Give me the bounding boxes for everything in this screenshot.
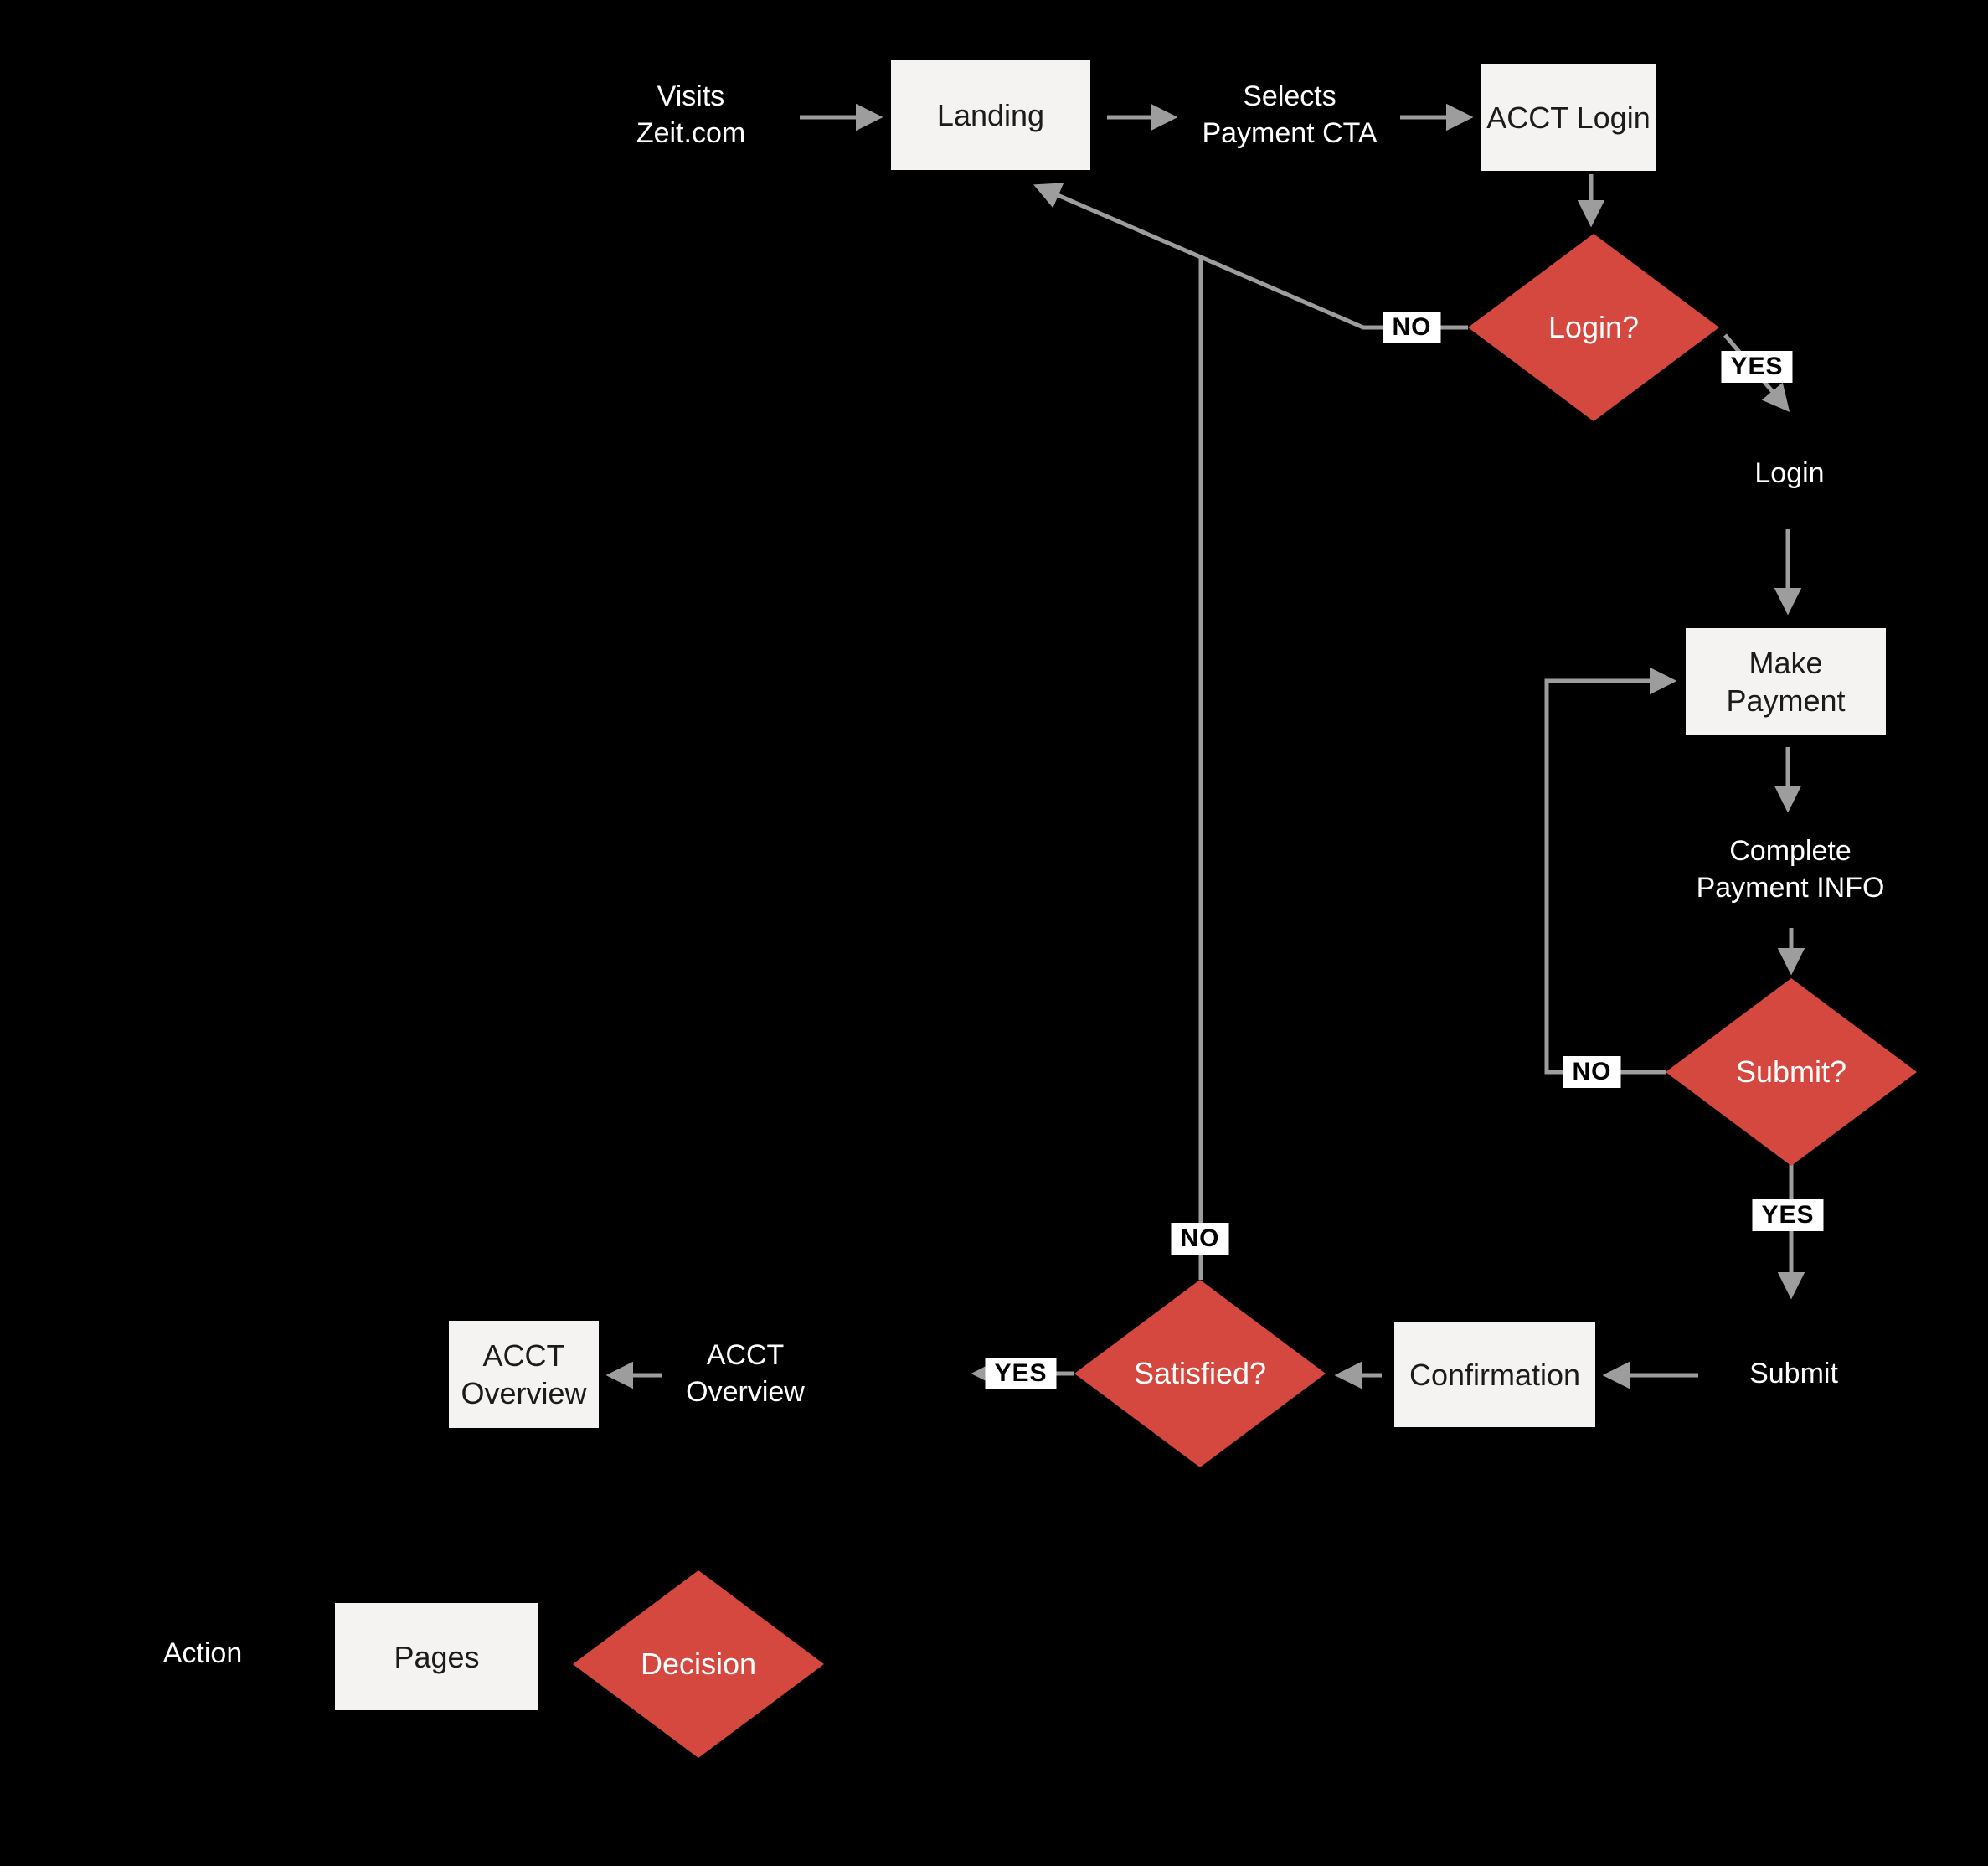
landing-label: Landing — [936, 98, 1045, 132]
submit-action: Submit — [1749, 1355, 1838, 1392]
selects-payment-cta-action: Selects Payment CTA — [1202, 78, 1377, 152]
submit-no-label: NO — [1563, 1056, 1621, 1088]
login-decision-label: Login? — [1548, 310, 1640, 344]
legend-action-label: Action — [163, 1635, 243, 1672]
legend-pages-text: Pages — [394, 1639, 480, 1674]
satisfied-yes-label: YES — [985, 1358, 1057, 1389]
complete-info-line2: Payment INFO — [1696, 872, 1885, 904]
login-no-label: NO — [1383, 312, 1441, 343]
login-action-label: Login — [1754, 456, 1825, 489]
acct-overview-action: ACCT Overview — [686, 1337, 805, 1410]
login-action: Login — [1754, 455, 1824, 492]
satisfied-decision-label: Satisfied? — [1133, 1356, 1267, 1390]
selects-line1: Selects — [1243, 80, 1336, 112]
make-payment-line2: Payment — [1726, 683, 1846, 718]
acct-overview-action-line1: ACCT — [706, 1338, 785, 1371]
legend-decision-text: Decision — [640, 1647, 757, 1681]
visits-zeit-action: Visits Zeit.com — [636, 78, 745, 152]
make-payment-line1: Make — [1749, 646, 1823, 680]
submit-action-label: Submit — [1749, 1357, 1838, 1389]
visits-zeit-line1: Visits — [657, 80, 725, 112]
landing-page-node: Landing — [891, 60, 1090, 170]
acct-overview-page-line2: Overview — [461, 1376, 587, 1410]
login-yes-label: YES — [1721, 351, 1793, 383]
arrow-submit-no-to-make-payment — [1544, 667, 1677, 1075]
acct-login-label: ACCT Login — [1486, 100, 1651, 135]
legend-pages-node: Pages — [335, 1603, 538, 1710]
confirmation-page-node: Confirmation — [1394, 1322, 1595, 1427]
selects-line2: Payment CTA — [1202, 117, 1378, 149]
complete-info-line1: Complete — [1729, 834, 1852, 867]
make-payment-page-node: Make Payment — [1686, 628, 1886, 735]
acct-login-page-node: ACCT Login — [1481, 64, 1656, 171]
acct-overview-action-line2: Overview — [686, 1376, 805, 1408]
complete-payment-info-action: Complete Payment INFO — [1697, 832, 1885, 906]
satisfied-no-label: NO — [1171, 1223, 1229, 1255]
acct-overview-page-line1: ACCT — [482, 1338, 565, 1373]
submit-yes-label: YES — [1752, 1199, 1824, 1231]
arrow-login-no-to-landing — [1033, 183, 1468, 330]
confirmation-label: Confirmation — [1409, 1358, 1581, 1392]
legend-action-text: Action — [162, 1637, 243, 1669]
visits-zeit-line2: Zeit.com — [636, 117, 746, 149]
submit-decision-label: Submit? — [1735, 1054, 1847, 1089]
acct-overview-page-node: ACCT Overview — [449, 1321, 599, 1428]
